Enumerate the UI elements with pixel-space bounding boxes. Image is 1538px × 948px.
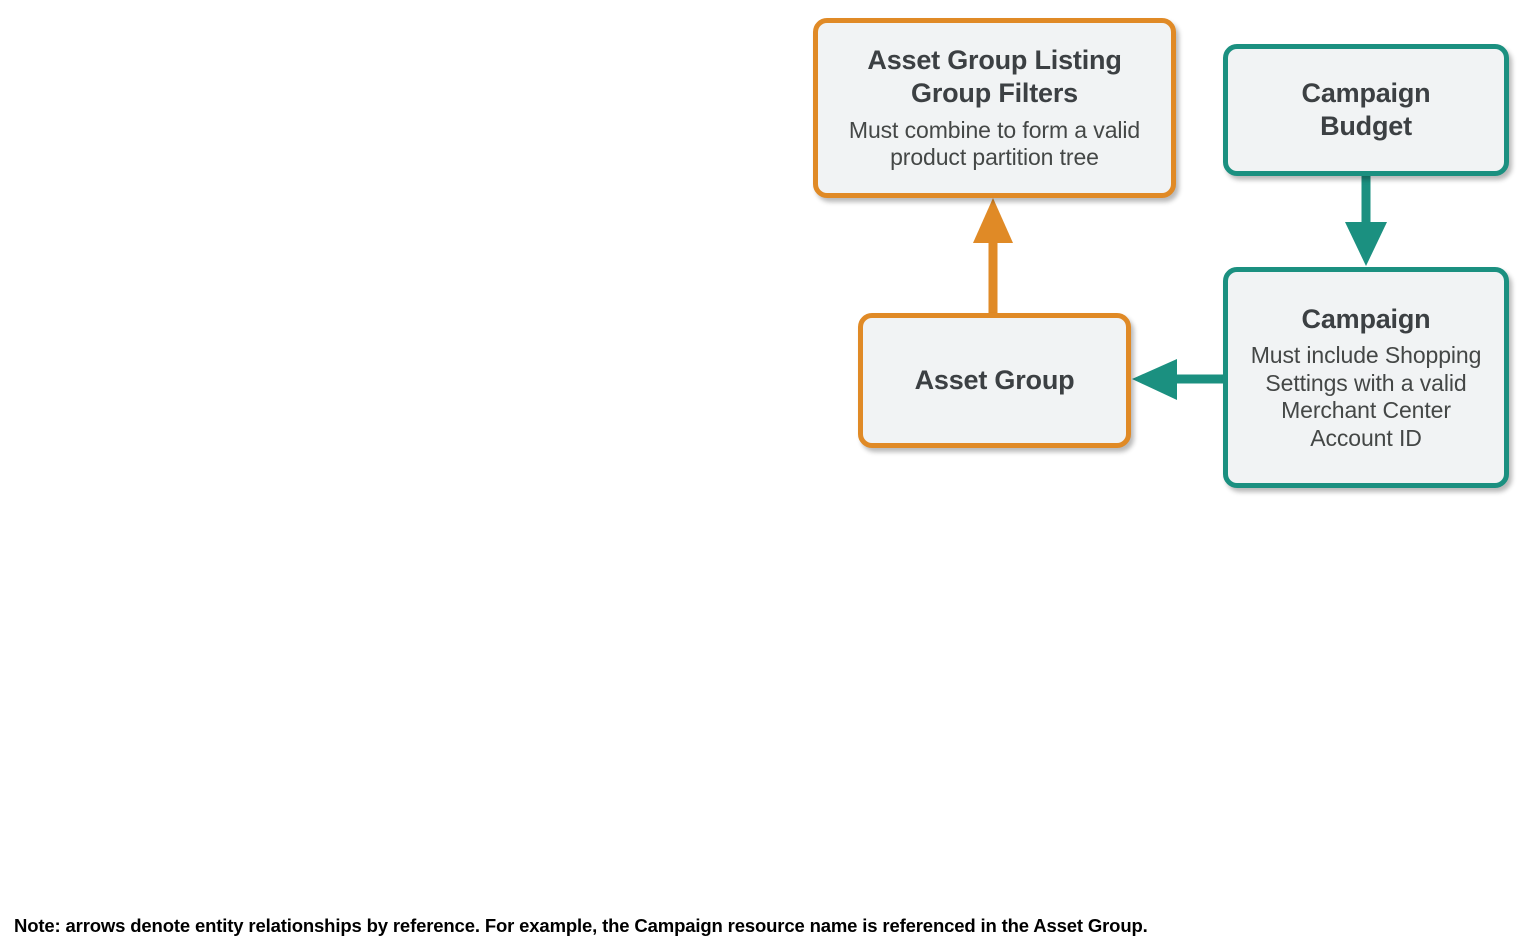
node-title: Asset Group xyxy=(914,364,1075,395)
arrow-campaign-to-asset-group xyxy=(1132,359,1226,400)
node-title: Asset Group Listing Group Filters xyxy=(867,44,1121,111)
node-asset-group-listing-group-filters[interactable]: Asset Group Listing Group Filters Must c… xyxy=(813,18,1176,198)
node-title: Campaign xyxy=(1301,303,1431,334)
arrow-head-teal-down xyxy=(1345,222,1387,266)
arrow-asset-group-to-listing-group-filters xyxy=(973,198,1013,315)
arrow-head-teal-left xyxy=(1132,359,1177,400)
node-title: Campaign Budget xyxy=(1302,77,1431,144)
node-campaign[interactable]: Campaign Must include Shopping Settings … xyxy=(1223,267,1509,488)
arrow-campaign-budget-to-campaign xyxy=(1345,173,1387,266)
node-subtitle: Must combine to form a valid product par… xyxy=(848,116,1141,171)
arrow-head-orange-up xyxy=(973,198,1013,243)
node-asset-group[interactable]: Asset Group xyxy=(858,313,1131,448)
node-title-line-2: Group Filters xyxy=(911,78,1078,109)
node-title-line-2: Budget xyxy=(1320,111,1412,141)
node-title-line-1: Campaign xyxy=(1301,77,1431,108)
node-subtitle: Must include Shopping Settings with a va… xyxy=(1250,342,1482,451)
node-campaign-budget[interactable]: Campaign Budget xyxy=(1223,44,1509,176)
node-title-line-1: Asset Group Listing xyxy=(867,44,1122,75)
diagram-footer-note: Note: arrows denote entity relationships… xyxy=(14,915,1148,936)
